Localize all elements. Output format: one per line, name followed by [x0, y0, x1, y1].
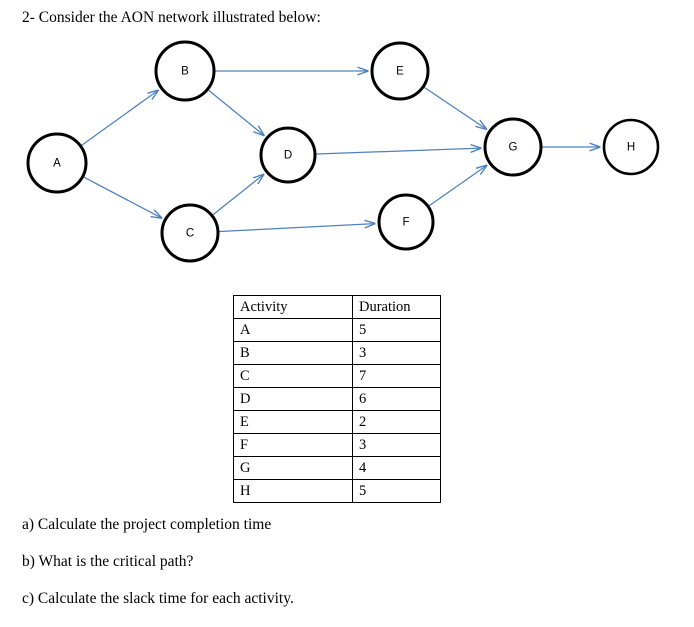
node-c[interactable]: C	[160, 203, 220, 263]
edge-c-to-f	[219, 224, 375, 233]
node-h[interactable]: H	[602, 118, 660, 176]
column-header-activity: Activity	[233, 295, 353, 319]
cell-duration: 7	[352, 364, 441, 388]
node-circle-f	[377, 193, 435, 251]
cell-activity: C	[233, 364, 353, 388]
cell-activity: F	[233, 433, 353, 457]
question-item-c: c) Calculate the slack time for each act…	[22, 590, 294, 607]
node-label-g: G	[509, 142, 518, 154]
node-label-b: B	[181, 66, 189, 78]
node-circle-b	[154, 40, 216, 102]
cell-duration: 2	[352, 410, 441, 434]
node-b[interactable]: B	[154, 40, 216, 102]
edge-f-to-g	[428, 165, 486, 207]
node-label-a: A	[53, 158, 61, 170]
nodes-group: A B C D E F G H	[26, 40, 660, 263]
edges-group	[81, 71, 600, 233]
cell-duration: 5	[352, 318, 441, 342]
column-header-duration: Duration	[352, 295, 441, 319]
table-header-row: Activity Duration	[233, 295, 441, 319]
node-circle-c	[160, 203, 220, 263]
node-circle-g	[483, 117, 543, 177]
node-e[interactable]: E	[370, 41, 430, 101]
question-item-a: a) Calculate the project completion time	[22, 516, 272, 533]
node-circle-e	[370, 41, 430, 101]
cell-activity: A	[233, 318, 353, 342]
cell-duration: 3	[352, 341, 441, 365]
edge-a-to-b	[81, 90, 158, 146]
edge-b-to-d	[208, 89, 264, 135]
question-item-b: b) What is the critical path?	[22, 553, 194, 570]
cell-activity: H	[233, 479, 353, 503]
node-f[interactable]: F	[377, 193, 435, 251]
cell-activity: G	[233, 456, 353, 480]
node-label-f: F	[402, 217, 409, 229]
cell-activity: B	[233, 341, 353, 365]
cell-duration: 3	[352, 433, 441, 457]
question-prompt: 2- Consider the AON network illustrated …	[22, 9, 321, 26]
cell-duration: 5	[352, 479, 441, 503]
node-d[interactable]: D	[259, 126, 317, 184]
questions-list: a) Calculate the project completion time…	[22, 515, 622, 626]
cell-activity: E	[233, 410, 353, 434]
aon-network-diagram: A B C D E F G H	[26, 40, 660, 263]
edge-d-to-g	[316, 148, 481, 155]
cell-activity: D	[233, 387, 353, 411]
node-label-e: E	[396, 66, 404, 78]
cell-duration: 4	[352, 456, 441, 480]
node-g[interactable]: G	[483, 117, 543, 177]
edge-e-to-g	[424, 86, 486, 129]
node-label-d: D	[284, 150, 292, 162]
node-circle-a	[26, 132, 88, 194]
cell-duration: 6	[352, 387, 441, 411]
node-label-h: H	[627, 142, 635, 154]
node-a[interactable]: A	[26, 132, 88, 194]
node-label-c: C	[186, 228, 194, 240]
node-circle-d	[259, 126, 317, 184]
edge-c-to-d	[212, 174, 264, 216]
edge-a-to-c	[83, 176, 162, 218]
node-circle-h	[602, 118, 660, 176]
